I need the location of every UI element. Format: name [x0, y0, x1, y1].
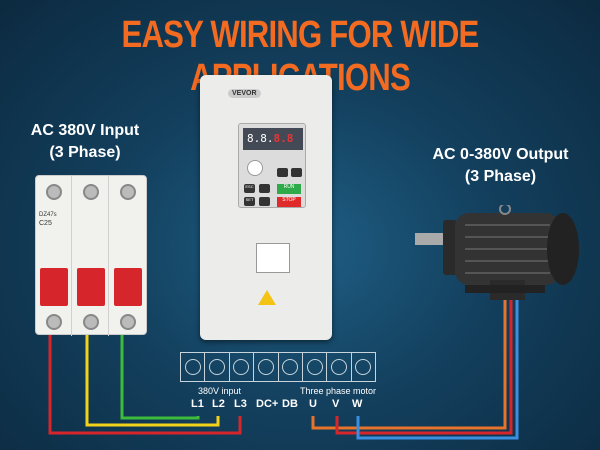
- wire-orange-u: [311, 300, 507, 430]
- terminal-u: U: [309, 398, 317, 410]
- control-panel: 8.8.8.8 ESC SET RUN STOP: [238, 123, 306, 208]
- terminal-block: [180, 352, 376, 382]
- motor-terminal-label: Three phase motor: [300, 386, 377, 396]
- stop-button[interactable]: STOP: [277, 197, 301, 207]
- brand-logo: VEVOR: [228, 89, 261, 98]
- terminal-l2: L2: [212, 398, 225, 410]
- led-display: 8.8.8.8: [243, 128, 303, 150]
- breaker-rating: C25: [39, 220, 52, 227]
- terminal-dc-plus: DC+: [256, 398, 279, 410]
- terminal-l3: L3: [234, 398, 247, 410]
- wire-red-l3: [48, 325, 242, 435]
- output-phase-label: (3 Phase): [464, 168, 537, 185]
- wire-green-l1: [120, 325, 200, 420]
- terminal-l1: L1: [191, 398, 204, 410]
- input-terminal-label: 380V input: [198, 386, 242, 396]
- terminal-w: W: [352, 398, 363, 410]
- output-label: AC 0-380V Output: [432, 146, 569, 163]
- circuit-breaker: DZ47s C25: [35, 175, 147, 336]
- warning-icon: [258, 290, 276, 305]
- run-button[interactable]: RUN: [277, 184, 301, 194]
- breaker-model: DZ47s: [39, 212, 57, 218]
- speed-knob[interactable]: [247, 160, 263, 176]
- wire-blue-w: [356, 300, 519, 440]
- fwd-key[interactable]: [291, 168, 302, 177]
- shift-key[interactable]: [277, 168, 288, 177]
- esc-key[interactable]: ESC: [244, 184, 255, 193]
- down-key[interactable]: [259, 197, 270, 206]
- wire-yellow-l2: [85, 325, 220, 427]
- electric-motor: [415, 205, 579, 300]
- up-key[interactable]: [259, 184, 270, 193]
- terminal-db: DB: [282, 398, 298, 410]
- input-label: AC 380V Input: [30, 122, 140, 139]
- set-key[interactable]: SET: [244, 197, 255, 206]
- terminal-v: V: [332, 398, 340, 410]
- wire-red-v: [335, 300, 513, 435]
- warning-label: [256, 243, 290, 273]
- vfd-inverter: VEVOR 8.8.8.8 ESC SET RUN STOP: [200, 75, 332, 340]
- input-phase-label: (3 Phase): [49, 144, 121, 161]
